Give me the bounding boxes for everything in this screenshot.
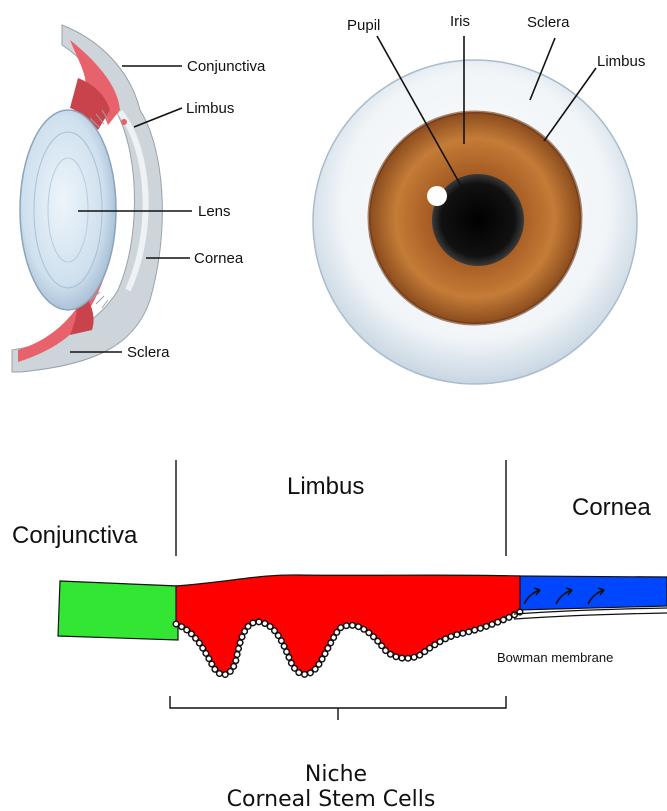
niche-subtitle: Corneal Stem Cells [227,787,436,811]
pupil-disc [432,174,524,266]
label-conjunctiva: Conjunctiva [187,58,266,75]
cornea-epithelium [518,576,667,610]
label-sclera-left: Sclera [127,344,170,361]
label-lens: Lens [198,203,231,220]
eye-cross-section: Conjunctiva Limbus Lens Cornea Sclera [12,25,266,372]
limbus-dot [121,119,127,125]
label-iris: Iris [450,13,470,30]
conjunctiva-epithelium [58,581,178,640]
label-sclera-right: Sclera [527,14,570,31]
label-limbus-left: Limbus [186,100,234,117]
label-cornea-left: Cornea [194,250,244,267]
region-label-limbus: Limbus [287,473,364,500]
label-pupil: Pupil [347,17,380,34]
eye-front-view: Pupil Iris Sclera Limbus [313,13,645,384]
bowman-membrane-lower [514,613,667,619]
region-label-cornea: Cornea [572,494,651,521]
label-limbus-right: Limbus [597,53,645,70]
corneal-reflection [427,186,447,206]
region-label-conjunctiva: Conjunctiva [12,522,138,549]
limbal-niche-schematic: Limbus Conjunctiva Cornea Bowman membran… [12,460,667,811]
niche-title: Niche [305,762,367,787]
label-bowman-membrane: Bowman membrane [497,650,613,665]
niche-bracket [170,696,506,720]
